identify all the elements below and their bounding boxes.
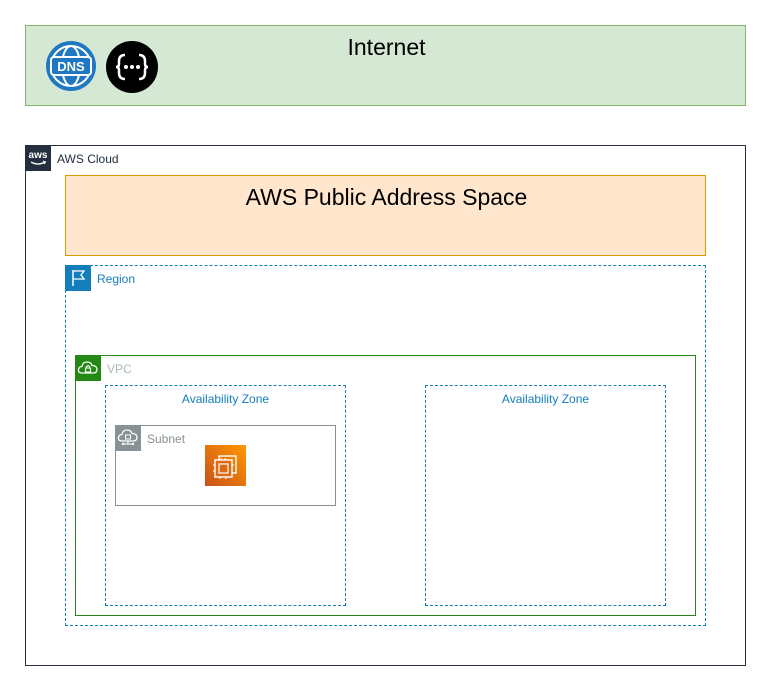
public-address-space-title: AWS Public Address Space xyxy=(245,184,528,210)
internet-zone: Internet DNS xyxy=(25,25,746,106)
region-label: Region xyxy=(97,272,136,286)
subnet-group: Subnet xyxy=(115,425,336,506)
region-group: Region VPC Availability Zone xyxy=(65,265,706,626)
availability-zone-label: Availability Zone xyxy=(501,392,590,406)
aws-logo-text: aws xyxy=(29,150,48,161)
subnet-label: Subnet xyxy=(147,432,186,446)
internet-title: Internet xyxy=(347,34,426,60)
aws-cloud-label: AWS Cloud xyxy=(57,152,119,166)
availability-zone-label: Availability Zone xyxy=(181,392,270,406)
public-address-space: AWS Public Address Space xyxy=(65,175,706,256)
dns-icon: DNS xyxy=(45,40,97,92)
dns-icon-text: DNS xyxy=(57,59,85,74)
vpc-group: VPC Availability Zone xyxy=(75,355,696,616)
subnet-cloud-icon xyxy=(115,425,141,451)
api-endpoint-icon xyxy=(105,40,159,94)
vpc-label: VPC xyxy=(107,362,132,376)
aws-logo-icon: aws xyxy=(25,145,51,171)
vpc-cloud-lock-icon xyxy=(75,355,101,381)
aws-cloud-group: aws AWS Cloud AWS Public Address Space R… xyxy=(25,145,746,666)
availability-zone-2: Availability Zone xyxy=(425,385,666,606)
ec2-instance-icon xyxy=(205,445,246,486)
region-flag-icon xyxy=(65,265,91,291)
availability-zone-1: Availability Zone Subnet xyxy=(105,385,346,606)
